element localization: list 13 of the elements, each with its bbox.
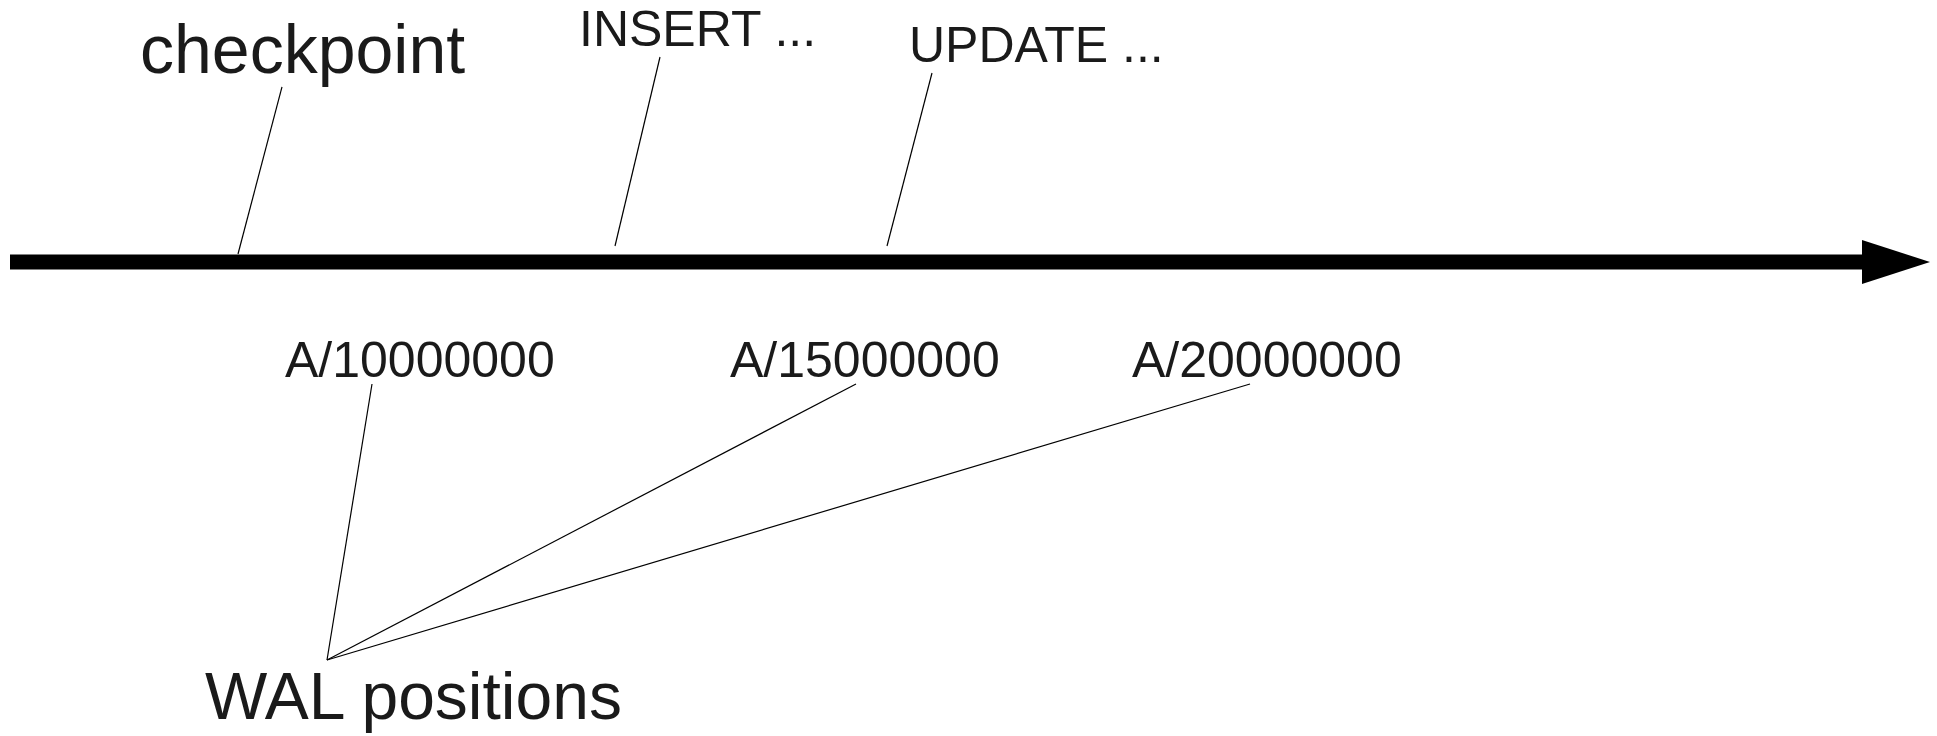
text-label: WAL positions <box>205 660 622 733</box>
text-label: A/15000000 <box>730 333 1000 388</box>
text-label: INSERT ... <box>579 2 817 57</box>
text-label: A/20000000 <box>1132 333 1402 388</box>
leader-line <box>237 86 283 255</box>
leader-line <box>326 383 373 661</box>
leader-line <box>326 383 1251 661</box>
text-label: checkpoint <box>140 12 466 87</box>
leader-line <box>614 56 661 247</box>
leader-line <box>886 72 933 247</box>
leader-line <box>326 383 857 661</box>
text-label: UPDATE ... <box>909 18 1164 73</box>
text-label: A/10000000 <box>285 333 555 388</box>
